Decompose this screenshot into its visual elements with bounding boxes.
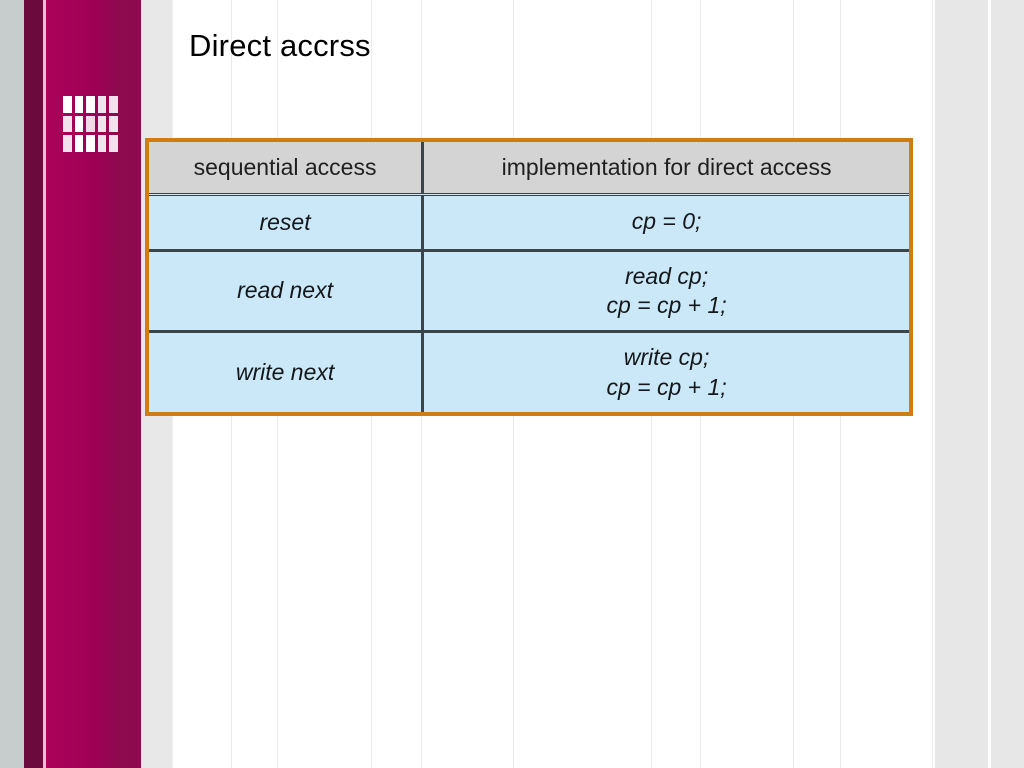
logo-cell xyxy=(97,115,107,133)
logo-cell xyxy=(63,96,72,113)
code-line: read cp; xyxy=(624,262,709,289)
sidebar-hairline-2 xyxy=(45,0,46,768)
cell-implementation-read-next: read cp; cp = cp + 1; xyxy=(421,248,909,332)
logo-cell xyxy=(97,96,107,113)
logo-cell xyxy=(109,135,118,152)
sidebar-hairline-1 xyxy=(43,0,45,768)
access-table: sequential access implementation for dir… xyxy=(149,142,909,413)
logo-cell xyxy=(97,135,107,152)
cell-sequential-read-next: read next xyxy=(149,248,423,332)
logo-cell xyxy=(109,115,118,133)
sidebar-gray-band xyxy=(0,0,24,768)
table-row: read next read cp; cp = cp + 1; xyxy=(149,248,909,332)
code-line: cp = cp + 1; xyxy=(606,291,727,318)
background-stripe xyxy=(932,0,933,768)
cell-implementation-reset: cp = 0; xyxy=(421,194,909,250)
cell-sequential-reset: reset xyxy=(149,194,423,250)
cell-text: write next xyxy=(235,359,335,386)
cell-implementation-write-next: write cp; cp = cp + 1; xyxy=(421,330,909,413)
column-header-implementation: implementation for direct access xyxy=(421,142,909,196)
table-row: reset cp = 0; xyxy=(149,194,909,250)
logo-cell xyxy=(63,135,72,152)
grid-bars-logo-icon xyxy=(63,96,118,152)
logo-cell xyxy=(74,96,84,113)
column-header-sequential-access: sequential access xyxy=(149,142,423,196)
cell-text: read next xyxy=(237,277,333,304)
sidebar-dark-magenta-band xyxy=(24,0,43,768)
background-stripe xyxy=(935,0,988,768)
cell-sequential-write-next: write next xyxy=(149,330,423,413)
page-title: Direct accrss xyxy=(189,28,371,63)
table-row: write next write cp; cp = cp + 1; xyxy=(149,330,909,413)
access-table-container: sequential access implementation for dir… xyxy=(145,138,913,417)
logo-cell xyxy=(109,96,118,113)
logo-cell xyxy=(74,135,84,152)
cell-text: reset xyxy=(259,208,311,235)
table-header-row: sequential access implementation for dir… xyxy=(149,142,909,196)
logo-cell xyxy=(63,115,72,133)
background-stripe xyxy=(991,0,1024,768)
code-line: cp = 0; xyxy=(631,208,702,235)
logo-cell xyxy=(86,135,95,152)
code-line: write cp; xyxy=(623,344,710,371)
logo-cell xyxy=(74,115,84,133)
code-line: cp = cp + 1; xyxy=(606,373,727,400)
logo-cell xyxy=(86,115,95,133)
logo-cell xyxy=(86,96,95,113)
